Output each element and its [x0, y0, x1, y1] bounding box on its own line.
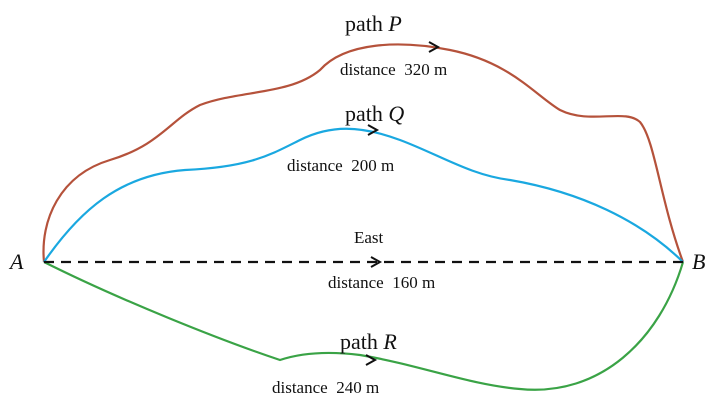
- path-r-distance: distance 240 m: [272, 378, 379, 397]
- arrowhead-direct: [370, 256, 383, 268]
- path-q-curve: [43, 127, 684, 263]
- path-p-distance: distance 320 m: [340, 60, 447, 79]
- path-p-curve: [42, 43, 685, 263]
- path-q-title: path Q: [345, 101, 404, 126]
- path-r-title: path R: [340, 329, 397, 354]
- path-q-distance: distance 200 m: [287, 156, 394, 175]
- direct-distance: distance 160 m: [328, 273, 435, 292]
- direction-label: East: [354, 228, 384, 247]
- arrowhead-p: [428, 41, 441, 53]
- point-b-label: B: [692, 249, 705, 274]
- path-p-title: path P: [345, 11, 402, 36]
- arrowhead-r: [365, 354, 378, 366]
- arrowhead-q: [367, 124, 380, 136]
- point-a-label: A: [8, 249, 24, 274]
